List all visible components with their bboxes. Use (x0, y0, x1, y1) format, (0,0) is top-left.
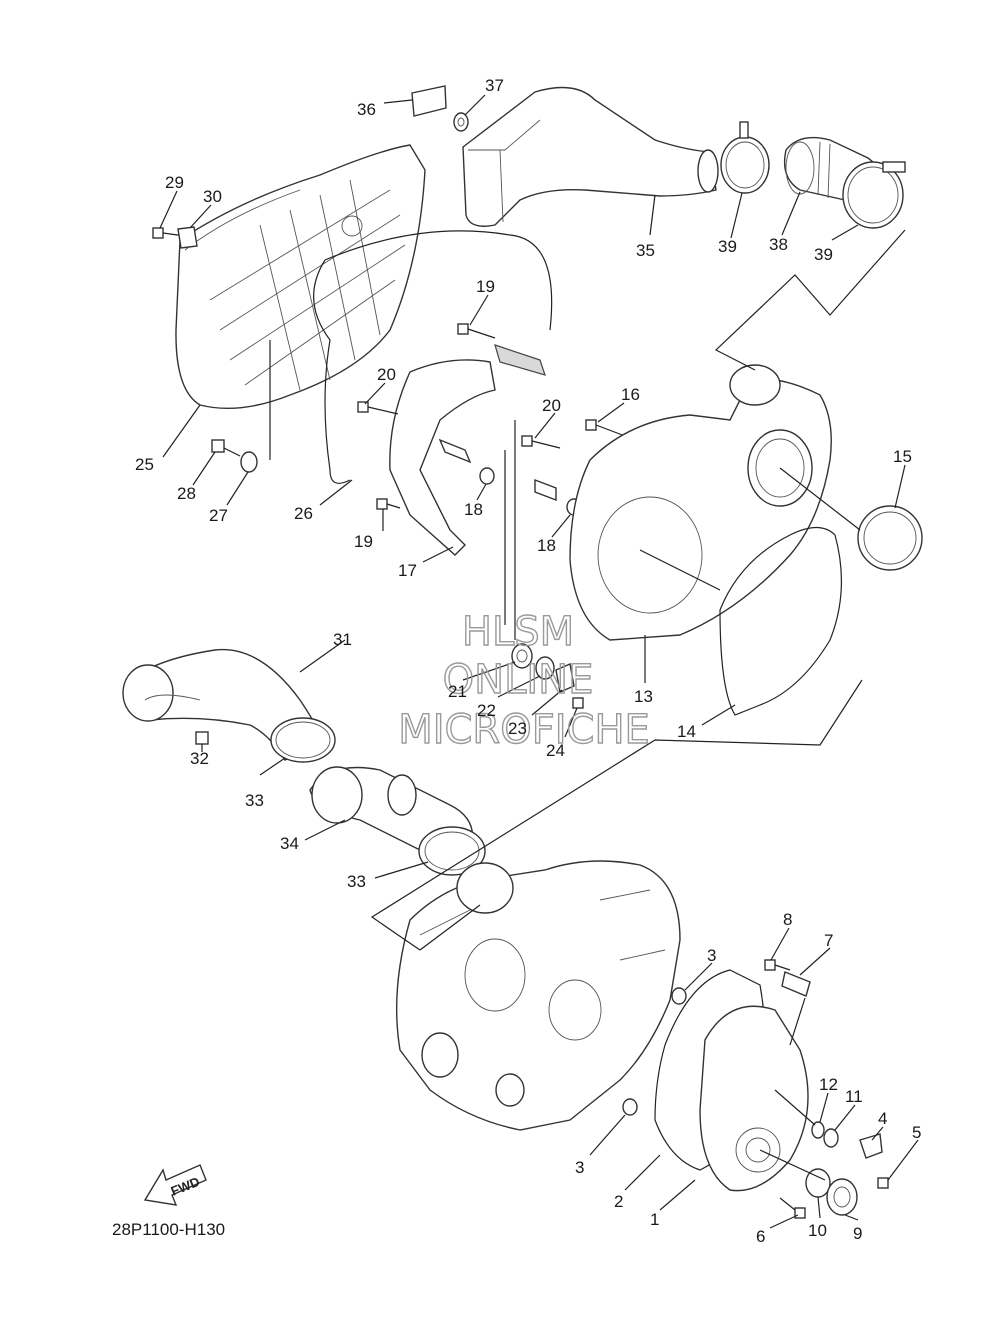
fwd-arrow-icon: FWD (143, 1164, 207, 1206)
plug-11 (823, 1128, 839, 1148)
callout-9: 9 (853, 1224, 862, 1243)
callout-39-left: 39 (718, 237, 737, 256)
clutch-cover-25 (175, 144, 426, 409)
cap-9 (826, 1178, 858, 1216)
bolt-6 (779, 1197, 806, 1219)
watermark-line-3: MICROFICHE (398, 707, 650, 753)
bolt-19-bottom (376, 498, 401, 510)
bolt-28 (211, 439, 241, 457)
callout-19-bottom: 19 (354, 532, 373, 551)
callout-3-top: 3 (707, 946, 716, 965)
bracket-17 (389, 344, 557, 556)
clip-30 (177, 226, 198, 249)
clip-23 (555, 663, 575, 693)
callout-20-left: 20 (377, 365, 396, 384)
bracket-4 (859, 1133, 883, 1159)
diagram-code: 28P1100-H130 (112, 1220, 225, 1239)
callout-8: 8 (783, 910, 792, 929)
callout-15: 15 (893, 447, 912, 466)
gasket-14 (719, 526, 843, 716)
callout-33-top: 33 (245, 791, 264, 810)
callout-2: 2 (614, 1192, 623, 1211)
pad-36 (411, 85, 447, 117)
dowel-3-top (671, 987, 687, 1005)
callout-32: 32 (190, 749, 209, 768)
callout-28: 28 (177, 484, 196, 503)
callout-30: 30 (203, 187, 222, 206)
callout-24: 24 (546, 741, 565, 760)
callout-5: 5 (912, 1123, 921, 1142)
callout-10: 10 (808, 1221, 827, 1240)
air-duct-35 (462, 86, 719, 227)
dowel-3-bottom (622, 1098, 638, 1116)
bolt-5 (877, 1177, 889, 1189)
callout-39-right: 39 (814, 245, 833, 264)
bolt-8 (764, 959, 791, 971)
screw-24 (572, 697, 584, 709)
clamp-39-right (842, 161, 906, 229)
callout-numbers: 36 37 29 30 35 39 38 39 19 20 20 16 15 2… (135, 76, 921, 1246)
clamp-33-top (270, 717, 336, 763)
callout-18-left: 18 (464, 500, 483, 519)
callout-13: 13 (634, 687, 653, 706)
dowel-18-left (479, 467, 495, 485)
clamp-33-bottom (418, 826, 486, 876)
watermark-line-1: HLSM (462, 609, 574, 655)
crankcase (395, 860, 681, 1131)
callout-35: 35 (636, 241, 655, 260)
watermark: HLSM ONLINE MICROFICHE (397, 608, 650, 753)
seal-21 (511, 643, 533, 669)
callout-16: 16 (621, 385, 640, 404)
callout-6: 6 (756, 1227, 765, 1246)
callout-33-bottom: 33 (347, 872, 366, 891)
callout-21: 21 (448, 682, 467, 701)
inner-cover-13 (569, 364, 832, 641)
callout-14: 14 (677, 722, 696, 741)
bolt-19-top (457, 323, 496, 339)
callout-20-right: 20 (542, 396, 561, 415)
callout-36: 36 (357, 100, 376, 119)
callout-7: 7 (824, 931, 833, 950)
clamp-39-left (720, 121, 770, 194)
callout-17: 17 (398, 561, 417, 580)
callout-27: 27 (209, 506, 228, 525)
oring-12 (811, 1121, 825, 1139)
callout-12: 12 (819, 1075, 838, 1094)
callout-34: 34 (280, 834, 299, 853)
callout-18-right: 18 (537, 536, 556, 555)
grommet-37 (453, 112, 469, 132)
callout-26: 26 (294, 504, 313, 523)
bearing-22 (535, 656, 555, 680)
callout-19-top: 19 (476, 277, 495, 296)
callout-29: 29 (165, 173, 184, 192)
crankcase-cover-1 (699, 1005, 809, 1192)
callout-1: 1 (650, 1210, 659, 1229)
bolt-20-right (521, 435, 561, 449)
bracket-7 (781, 971, 811, 997)
callout-25: 25 (135, 455, 154, 474)
seal-15 (857, 505, 923, 571)
callout-31: 31 (333, 630, 352, 649)
bolt-20-left (357, 401, 399, 415)
gasket-26 (313, 230, 553, 484)
bolt-16 (585, 419, 626, 437)
leader-lines (159, 94, 919, 1229)
callout-37: 37 (485, 76, 504, 95)
callout-38: 38 (769, 235, 788, 254)
callout-4: 4 (878, 1109, 887, 1128)
grommet-32 (195, 731, 209, 745)
watermark-line-2: ONLINE (443, 657, 594, 703)
callout-3-bottom: 3 (575, 1158, 584, 1177)
callout-23: 23 (508, 719, 527, 738)
callout-22: 22 (477, 701, 496, 720)
callout-11: 11 (845, 1087, 863, 1106)
grommet-27 (240, 451, 258, 473)
